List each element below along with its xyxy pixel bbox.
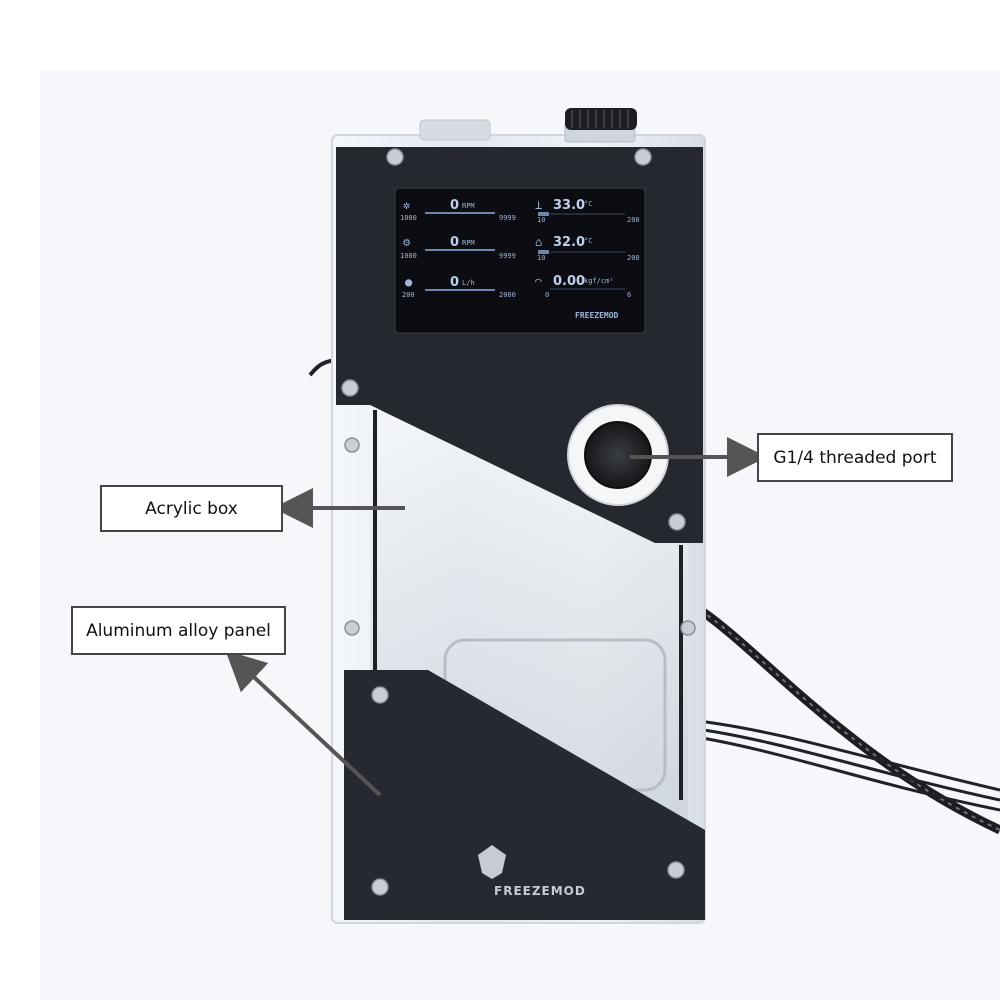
- callout-g14-port: G1/4 threaded port: [757, 433, 953, 482]
- pump-rpm-max: 9999: [499, 252, 516, 260]
- ambient-temp-icon: ⌂: [535, 235, 542, 249]
- fan-rpm-max: 9999: [499, 214, 516, 222]
- pressure-value: 0.00: [553, 274, 585, 289]
- pump-icon: ⚙: [403, 235, 411, 249]
- water-temp-max: 200: [627, 216, 640, 224]
- pump-rpm-value: 0: [450, 235, 459, 250]
- arrow-aluminum-panel: [225, 650, 382, 797]
- water-temp-min: 10: [537, 216, 545, 224]
- pump-rpm-min: 1000: [400, 252, 417, 260]
- callout-aluminum-panel-label: Aluminum alloy panel: [86, 620, 271, 641]
- ambient-temp-min: 10: [537, 254, 545, 262]
- callout-acrylic-box: Acrylic box: [100, 485, 283, 532]
- flow-unit: L/h: [462, 279, 475, 287]
- callout-acrylic-box-label: Acrylic box: [145, 498, 238, 519]
- aluminum-bottom-panel: [344, 670, 705, 920]
- fan-rpm-unit: RPM: [462, 202, 475, 210]
- water-temp-unit: °C: [584, 200, 592, 208]
- pressure-unit: kgf/cm²: [584, 277, 614, 285]
- flow-min: 200: [402, 291, 415, 299]
- flow-icon: ●: [405, 275, 413, 289]
- fan-rpm-min: 1000: [400, 214, 417, 222]
- fan-rpm-value: 0: [450, 198, 459, 213]
- freezemod-logo-icon: [478, 845, 506, 879]
- lcd-screen: [394, 187, 646, 334]
- callout-g14-port-label: G1/4 threaded port: [773, 447, 937, 468]
- lcd-brand: FREEZEMOD: [575, 311, 619, 320]
- top-plug: [565, 108, 637, 130]
- pressure-icon: ◠: [535, 275, 542, 288]
- pressure-min: 0: [545, 291, 549, 299]
- cables: [308, 358, 1000, 835]
- ambient-temp-value: 32.0: [553, 235, 585, 250]
- ambient-temp-max: 200: [627, 254, 640, 262]
- panel-logo-text: FREEZEMOD: [494, 884, 586, 898]
- flow-max: 2000: [499, 291, 516, 299]
- fan-icon: ✲: [403, 198, 410, 212]
- water-temp-icon: ⊥: [535, 198, 542, 212]
- screws: [341, 148, 696, 896]
- pressure-max: 6: [627, 291, 631, 299]
- pump-rpm-unit: RPM: [462, 239, 475, 247]
- ambient-temp-unit: °C: [584, 237, 592, 245]
- flow-value: 0: [450, 275, 459, 290]
- callout-arrows: [225, 437, 767, 797]
- water-temp-value: 33.0: [553, 198, 585, 213]
- callout-aluminum-panel: Aluminum alloy panel: [71, 606, 286, 655]
- lcd-readouts: ✲ 0 RPM 1000 9999 ⚙ 0 RPM 1000 9999 ● 0 …: [400, 198, 640, 320]
